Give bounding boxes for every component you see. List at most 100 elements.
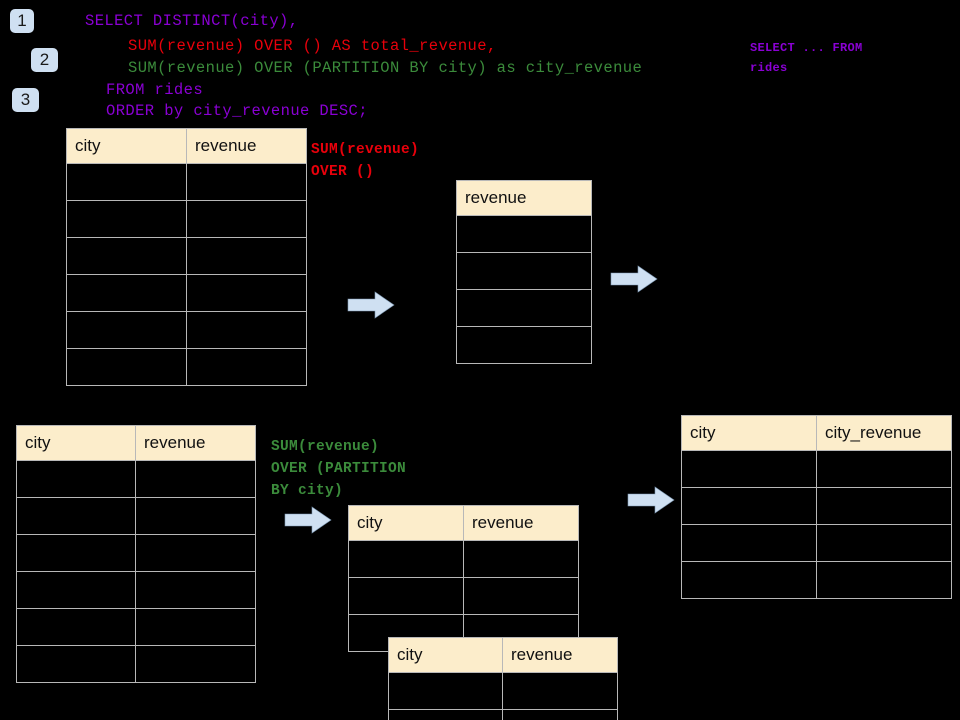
column-header-city: city [388, 637, 503, 673]
cell-revenue [186, 311, 307, 349]
table-row [681, 524, 952, 562]
column-header-city-revenue: city_revenue [816, 415, 952, 451]
cell-city [16, 534, 136, 572]
query-line-city-revenue: SUM(revenue) OVER (PARTITION BY city) as… [128, 59, 643, 77]
table-header-row: revenue [456, 180, 592, 216]
arrow-partition-to-final [625, 485, 677, 522]
cell-revenue [135, 497, 256, 535]
cell-city [66, 348, 187, 386]
cell-city [16, 645, 136, 683]
cell-revenue [456, 215, 592, 253]
cell-revenue [186, 237, 307, 275]
table-row [16, 645, 256, 683]
table-row [348, 540, 579, 578]
table-row [681, 450, 952, 488]
table-row [16, 497, 256, 535]
cell-city [66, 200, 187, 238]
cell-city [16, 608, 136, 646]
table-header-row: city revenue [388, 637, 618, 673]
annotation-city-revenue-line-3: BY city) [271, 483, 344, 499]
step-badge-3[interactable]: 3 [12, 88, 39, 112]
cell-city [66, 237, 187, 275]
query-line-total-revenue: SUM(revenue) OVER () AS total_revenue, [128, 37, 497, 55]
query-line-order-by: ORDER by city_revenue DESC; [106, 102, 368, 120]
cell-revenue [135, 571, 256, 609]
cell-revenue [463, 577, 579, 615]
annotation-total-revenue-line-2: OVER () [311, 164, 375, 180]
arrow-source-to-total [345, 290, 397, 327]
column-header-revenue: revenue [502, 637, 618, 673]
cell-city [16, 571, 136, 609]
annotation-city-revenue-line-1: SUM(revenue) [271, 439, 380, 455]
table-row [66, 274, 307, 312]
cell-city [16, 497, 136, 535]
table-row [456, 215, 592, 253]
cell-revenue [456, 326, 592, 364]
table-row [16, 571, 256, 609]
table-partition-group-front: city revenue [388, 637, 618, 720]
table-row [456, 289, 592, 327]
column-header-city: city [16, 425, 136, 461]
table-row [16, 460, 256, 498]
side-note-line-2: rides [750, 61, 788, 75]
column-header-city: city [348, 505, 464, 541]
query-line-select: SELECT DISTINCT(city), [85, 12, 299, 30]
column-header-revenue: revenue [186, 128, 307, 164]
table-row [66, 348, 307, 386]
cell-revenue [135, 608, 256, 646]
cell-city [348, 540, 464, 578]
cell-city [16, 460, 136, 498]
step-badge-2[interactable]: 2 [31, 48, 58, 72]
table-rides-source-bottom: city revenue [16, 425, 256, 683]
column-header-revenue: revenue [463, 505, 579, 541]
cell-city [681, 450, 817, 488]
cell-city [66, 311, 187, 349]
table-row [681, 561, 952, 599]
annotation-city-revenue-line-2: OVER (PARTITION [271, 461, 407, 477]
table-row [66, 200, 307, 238]
cell-revenue [463, 540, 579, 578]
arrow-source-to-partition [282, 505, 334, 542]
table-header-row: city city_revenue [681, 415, 952, 451]
cell-city [681, 524, 817, 562]
table-row [66, 163, 307, 201]
cell-city [348, 577, 464, 615]
table-final-result: city city_revenue [681, 415, 952, 599]
cell-city [388, 672, 503, 710]
table-row [681, 487, 952, 525]
table-partition-group-back: city revenue [348, 505, 579, 652]
column-header-revenue: revenue [456, 180, 592, 216]
table-row [16, 608, 256, 646]
table-row [16, 534, 256, 572]
table-header-row: city revenue [16, 425, 256, 461]
column-header-city: city [66, 128, 187, 164]
cell-city-revenue [816, 561, 952, 599]
cell-revenue [135, 460, 256, 498]
table-row [456, 326, 592, 364]
column-header-city: city [681, 415, 817, 451]
cell-revenue [456, 289, 592, 327]
cell-revenue [186, 348, 307, 386]
table-rides-source-top: city revenue [66, 128, 307, 386]
step-badge-1[interactable]: 1 [10, 9, 34, 33]
cell-revenue [186, 274, 307, 312]
cell-revenue [456, 252, 592, 290]
query-line-from: FROM rides [106, 81, 204, 99]
table-row [388, 709, 618, 720]
table-row [456, 252, 592, 290]
table-row [388, 672, 618, 710]
cell-city [681, 561, 817, 599]
table-row [66, 311, 307, 349]
cell-revenue [186, 163, 307, 201]
cell-revenue [135, 534, 256, 572]
cell-revenue [502, 672, 618, 710]
cell-city [66, 163, 187, 201]
cell-city-revenue [816, 487, 952, 525]
cell-revenue [186, 200, 307, 238]
table-header-row: city revenue [66, 128, 307, 164]
cell-city [681, 487, 817, 525]
cell-city [66, 274, 187, 312]
table-total-revenue-result: revenue [456, 180, 592, 364]
cell-city-revenue [816, 524, 952, 562]
